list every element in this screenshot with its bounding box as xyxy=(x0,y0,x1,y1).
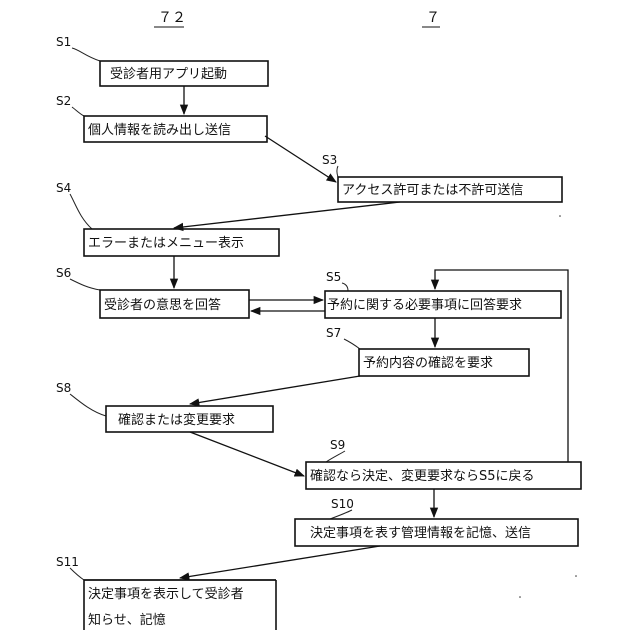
step-label-s6: S6 xyxy=(56,266,71,280)
step-label-s4: S4 xyxy=(56,181,71,195)
edge-s3-s4 xyxy=(174,202,400,228)
column-header-right-text: ７ xyxy=(426,10,440,26)
step-label-s1: S1 xyxy=(56,35,71,49)
column-header-left-text: ７２ xyxy=(158,10,186,26)
leader-s1 xyxy=(72,48,100,61)
edge-s8-s9 xyxy=(190,432,304,476)
node-s10-text: 決定事項を表す管理情報を記憶、送信 xyxy=(310,525,531,541)
node-s11-text-line2: 知らせ、記憶 xyxy=(88,612,166,628)
leader-s8 xyxy=(70,394,106,416)
step-label-s8: S8 xyxy=(56,381,71,395)
leader-s5 xyxy=(342,283,348,291)
node-s6-text: 受診者の意思を回答 xyxy=(104,297,221,313)
step-label-s7: S7 xyxy=(326,326,341,340)
edge-s7-s8 xyxy=(190,376,360,404)
edge-s10-s11 xyxy=(180,546,380,578)
step-label-s2: S2 xyxy=(56,94,71,108)
node-s3-text: アクセス許可または不許可送信 xyxy=(342,183,523,198)
leader-s9 xyxy=(326,451,345,462)
leader-s7 xyxy=(344,339,360,349)
column-header-right: ７ xyxy=(422,10,440,27)
leader-s4 xyxy=(70,194,92,229)
leader-s6 xyxy=(70,279,100,290)
leader-s11 xyxy=(70,568,84,580)
node-s7-text: 予約内容の確認を要求 xyxy=(363,355,493,371)
node-s4-text: エラーまたはメニュー表示 xyxy=(88,236,244,251)
node-s1-text: 受診者用アプリ起動 xyxy=(110,66,227,82)
leader-s3 xyxy=(337,166,338,177)
step-label-s11: S11 xyxy=(56,555,79,569)
node-s11-text-line1: 決定事項を表示して受診者 xyxy=(88,586,244,602)
node-s9-text: 確認なら決定、変更要求ならS5に戻る xyxy=(310,468,535,484)
step-label-s9: S9 xyxy=(330,438,345,452)
node-s2-text: 個人情報を読み出し送信 xyxy=(88,122,231,138)
leader-s2 xyxy=(72,107,84,116)
node-s5-text: 予約に関する必要事項に回答要求 xyxy=(327,297,522,313)
column-header-left: ７２ xyxy=(154,10,186,27)
leader-s10 xyxy=(330,510,352,519)
step-label-s10: S10 xyxy=(331,497,354,511)
step-label-s5: S5 xyxy=(326,270,341,284)
node-s8-text: 確認または変更要求 xyxy=(118,412,235,428)
step-label-s3: S3 xyxy=(322,153,337,167)
